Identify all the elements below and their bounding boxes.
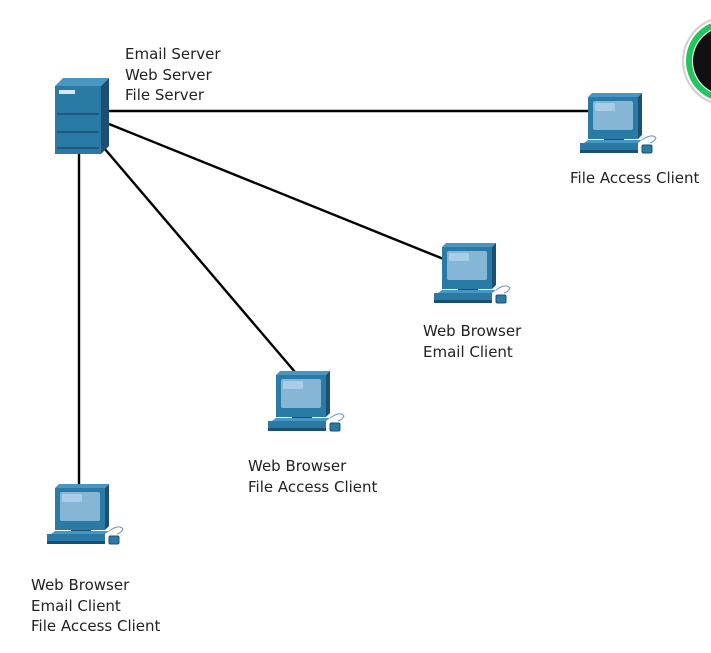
client-label-line: File Access Client: [570, 169, 700, 187]
link-server-to-pc-web-file: [103, 147, 296, 373]
pc-web-email-label: Web Browser Email Client: [423, 321, 521, 362]
client-label-line: Email Client: [31, 596, 121, 615]
pc-web-email-node[interactable]: [434, 243, 512, 311]
link-server-to-pc-web-email: [108, 122, 447, 262]
client-label-line: Web Browser: [31, 576, 130, 594]
desktop-pc-icon: [434, 243, 511, 304]
client-label-line: File Access Client: [31, 617, 161, 635]
pc-file-client-node[interactable]: [580, 93, 658, 161]
server-tower-icon: [55, 78, 109, 154]
client-label-line: Email Client: [423, 342, 513, 361]
server-label: Email Server Web Server File Server: [125, 44, 221, 106]
status-ring-icon: [682, 18, 711, 104]
corner-status-widget[interactable]: [681, 16, 711, 110]
pc-web-email-file-node[interactable]: [47, 484, 125, 552]
pc-web-file-label: Web Browser File Access Client: [248, 456, 377, 497]
desktop-pc-icon: [268, 371, 345, 432]
server-label-line: File Server: [125, 86, 205, 104]
server-label-line: Web Server: [125, 65, 212, 84]
desktop-pc-icon: [47, 484, 124, 545]
server-node[interactable]: [55, 78, 111, 160]
client-label-line: File Access Client: [248, 477, 378, 496]
pc-web-email-file-label: Web Browser Email Client File Access Cli…: [31, 575, 160, 637]
server-label-line: Email Server: [125, 45, 221, 63]
pc-web-file-node[interactable]: [268, 371, 346, 439]
pc-file-client-label: File Access Client: [570, 168, 699, 189]
client-label-line: Web Browser: [423, 322, 522, 340]
client-label-line: Web Browser: [248, 457, 347, 475]
desktop-pc-icon: [580, 93, 657, 154]
